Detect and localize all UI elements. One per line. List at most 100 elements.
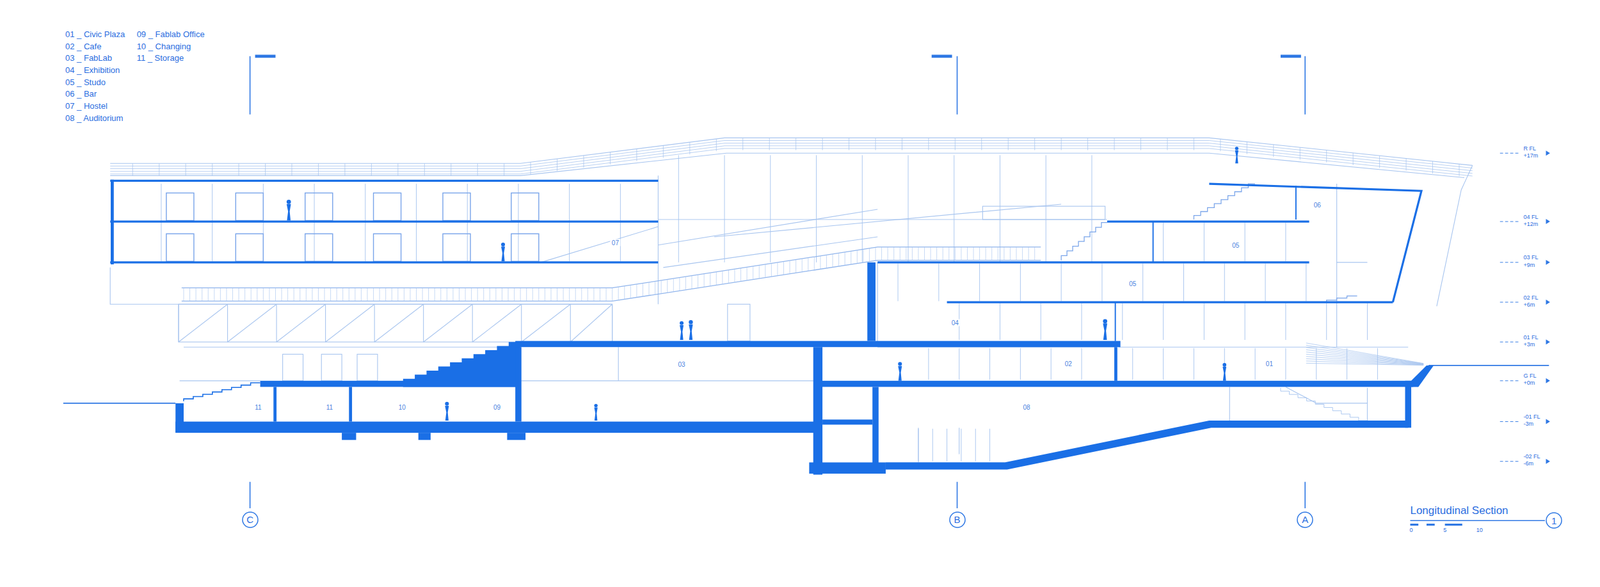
ramp-hatch (752, 266, 754, 280)
ramp-hatch (679, 277, 680, 292)
hostel-slab (110, 180, 658, 263)
ramp-hatch (636, 284, 637, 298)
roof-balustrade-post (1193, 137, 1195, 150)
roof-balustrade-post (1061, 137, 1062, 150)
roof-balustrade-post (1140, 137, 1142, 150)
ramp-hatch (213, 288, 215, 302)
person-head (444, 401, 449, 406)
roof-balustrade (110, 148, 1473, 176)
atrium-glazing (769, 154, 771, 262)
ramp-hatch (575, 288, 576, 302)
room-number: 07 (610, 239, 621, 247)
roof-balustrade-post (397, 163, 399, 176)
ramp-hatch (244, 288, 246, 302)
ramp-hatch (471, 288, 472, 302)
exterior-grandstand (1306, 352, 1424, 365)
ramp-hatch (201, 288, 203, 302)
ramp-hatch (991, 247, 992, 261)
ramp-hatch (838, 252, 840, 267)
ramp-hatch (887, 247, 889, 261)
roof-balustrade-post (344, 163, 345, 176)
roof-balustrade-post (981, 137, 982, 150)
roof-balustrade-post (424, 163, 425, 176)
ramp-hatch (446, 288, 448, 302)
hostel-mullion (620, 183, 621, 262)
hostel-room-door (235, 233, 264, 262)
ramp-hatch (183, 288, 184, 302)
roof-balustrade-post (1219, 138, 1221, 152)
hostel-room-door (305, 192, 333, 221)
ramp-hatch (538, 288, 539, 302)
hostel-room-door (373, 233, 402, 262)
roof-balustrade-post (291, 163, 292, 176)
auditorium-seat-line (917, 428, 919, 462)
scale-number: 0 (1409, 527, 1414, 534)
door (321, 353, 342, 381)
ramp-hatch (225, 288, 227, 302)
ramp-hatch (764, 264, 766, 278)
scale-bar (1409, 523, 1419, 526)
ramp-hatch (869, 248, 870, 262)
hostel-room-door (511, 192, 539, 221)
atrium-glazing (999, 154, 1001, 262)
ramp-hatch (342, 288, 344, 302)
ramp-hatch (238, 288, 240, 302)
ramp-hatch (434, 288, 436, 302)
hostel-room-door (373, 192, 402, 221)
roof-balustrade-post (503, 163, 505, 176)
truss-diagonal (521, 304, 571, 342)
ramp-hatch (1022, 247, 1023, 261)
level-height: +0m (1523, 380, 1535, 388)
ramp-hatch (905, 247, 907, 261)
person-head (501, 242, 505, 247)
level-name: -02 FL (1523, 453, 1540, 461)
atrium-glazing (678, 154, 680, 262)
bubble-circle (949, 512, 966, 528)
hostel-mullion (517, 183, 519, 262)
ramp-hatch (881, 247, 882, 261)
ramp-hatch (324, 288, 326, 302)
studio-mullion (1244, 222, 1246, 262)
truss-post (276, 304, 278, 342)
interior-stair (1193, 183, 1256, 220)
ramp-hatch (379, 288, 381, 302)
exterior-stair (1280, 387, 1368, 421)
hostel-mullion (211, 183, 213, 262)
ramp-hatch (728, 270, 729, 284)
atrium-glazing (862, 154, 863, 262)
roof-balustrade-post (530, 161, 532, 175)
person (286, 204, 292, 221)
grid-bubble: B (949, 511, 966, 528)
legend-item: 07 _ Hostel (65, 101, 108, 111)
truss-post (520, 304, 522, 342)
exterior-grandstand (1306, 358, 1424, 365)
partition (1115, 185, 1296, 341)
level-height: +12m (1523, 221, 1538, 228)
scale-bar (1445, 523, 1463, 526)
ramp-hatch (397, 288, 399, 302)
ramp-hatch (348, 288, 350, 302)
entrance-slab (1411, 365, 1434, 387)
roof-balustrade-post (716, 138, 717, 152)
level-symbol (1545, 299, 1550, 305)
basement-beam (822, 419, 873, 425)
roof-balustrade-post (848, 137, 850, 150)
level-height: -3m (1523, 421, 1534, 428)
ramp-hatch (997, 247, 999, 261)
bubble-circle (242, 512, 258, 528)
ramp-hatch (208, 288, 209, 302)
ramp-hatch (801, 258, 803, 272)
roof-balustrade-post (1166, 137, 1168, 150)
hostel-mullion (314, 183, 315, 262)
ramp-hatch (599, 288, 601, 302)
cafe-mullion (958, 348, 960, 380)
cafe-mullion (1081, 348, 1083, 380)
ramp-hatch (844, 252, 846, 266)
level-name: 02 FL (1523, 295, 1538, 302)
ramp-hatch (220, 288, 221, 302)
ramp-hatch (661, 280, 662, 294)
ramp-hatch (819, 256, 821, 270)
legend-item: 08 _ Auditorium (65, 113, 123, 123)
person (679, 325, 684, 340)
ramp-hatch (268, 288, 270, 302)
